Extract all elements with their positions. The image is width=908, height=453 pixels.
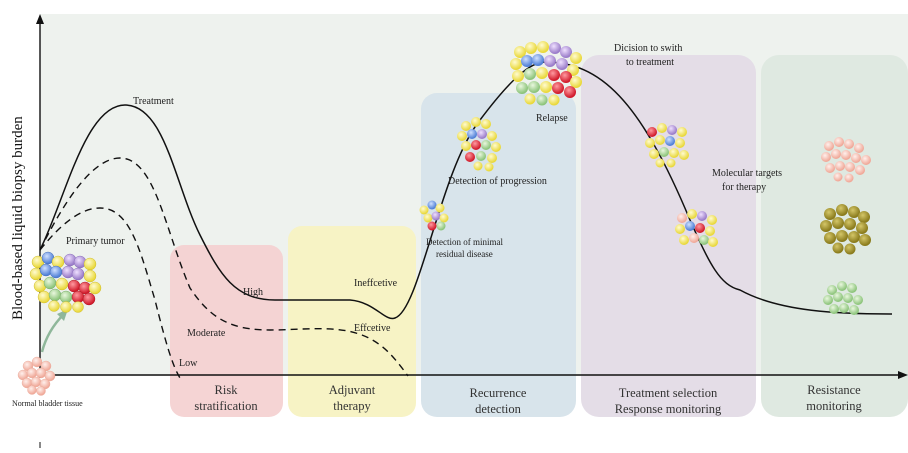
- stage-label-adjuvant-line2: therapy: [333, 399, 371, 413]
- stage-box-adjuvant: [288, 226, 416, 417]
- progression-cells: [457, 117, 501, 172]
- stage-box-treatment: [581, 55, 756, 417]
- label-targets-line2: for therapy: [722, 182, 766, 193]
- molecular-target-cells: [675, 209, 718, 247]
- stage-label-recurrence-line2: detection: [475, 402, 522, 416]
- y-axis-arrowhead: [36, 14, 44, 24]
- label-high: High: [243, 287, 263, 298]
- label-moderate: Moderate: [187, 328, 226, 339]
- label-relapse: Relapse: [536, 113, 568, 124]
- stage-label-recurrence-line1: Recurrence: [470, 386, 527, 400]
- low-risk-curve: [39, 207, 181, 379]
- stage-label-risk-line1: Risk: [215, 383, 239, 397]
- label-ineffective: Ineffcetive: [354, 278, 398, 289]
- mrd-cells: [419, 200, 449, 231]
- decision-cells: [645, 123, 689, 168]
- stage-label-risk-line2: stratification: [194, 399, 258, 413]
- label-treatment: Treatment: [133, 96, 174, 107]
- stage-box-recurrence: [421, 93, 576, 417]
- label-low: Low: [179, 358, 198, 369]
- stage-box-risk: [170, 245, 283, 417]
- moderate-risk-curve: [39, 157, 409, 377]
- y-axis-label: Blood-based liquid biopsy burden: [10, 116, 26, 320]
- normal-tissue-cells: [17, 356, 56, 396]
- label-normal-tissue: Normal bladder tissue: [12, 399, 83, 408]
- relapse-cells: [510, 41, 582, 106]
- label-decision-line2: to treatment: [626, 57, 674, 68]
- primary-tumor-cells: [29, 251, 102, 313]
- label-progression: Detection of progression: [448, 176, 547, 187]
- label-targets-line1: Molecular targets: [712, 168, 782, 179]
- resistance-green-cells: [823, 281, 863, 315]
- axes: [36, 14, 908, 448]
- x-axis-arrowhead: [898, 371, 908, 379]
- resistance-pink-cells: [821, 137, 871, 183]
- resistance-olive-cells: [820, 204, 871, 255]
- stage-label-treatment-line2: Response monitoring: [615, 402, 722, 416]
- label-mrd-line1: Detection of minimal: [426, 237, 503, 247]
- stage-label-resistance-line1: Resistance: [807, 383, 861, 397]
- stage-label-treatment-line1: Treatment selection: [619, 386, 718, 400]
- label-mrd-line2: residual disease: [436, 249, 493, 259]
- label-primary-tumor: Primary tumor: [66, 236, 125, 247]
- label-decision-line1: Dicision to swith: [614, 43, 682, 54]
- label-effective: Effcetive: [354, 323, 391, 334]
- stage-label-resistance-line2: monitoring: [806, 399, 862, 413]
- stage-label-adjuvant-line1: Adjuvant: [329, 383, 376, 397]
